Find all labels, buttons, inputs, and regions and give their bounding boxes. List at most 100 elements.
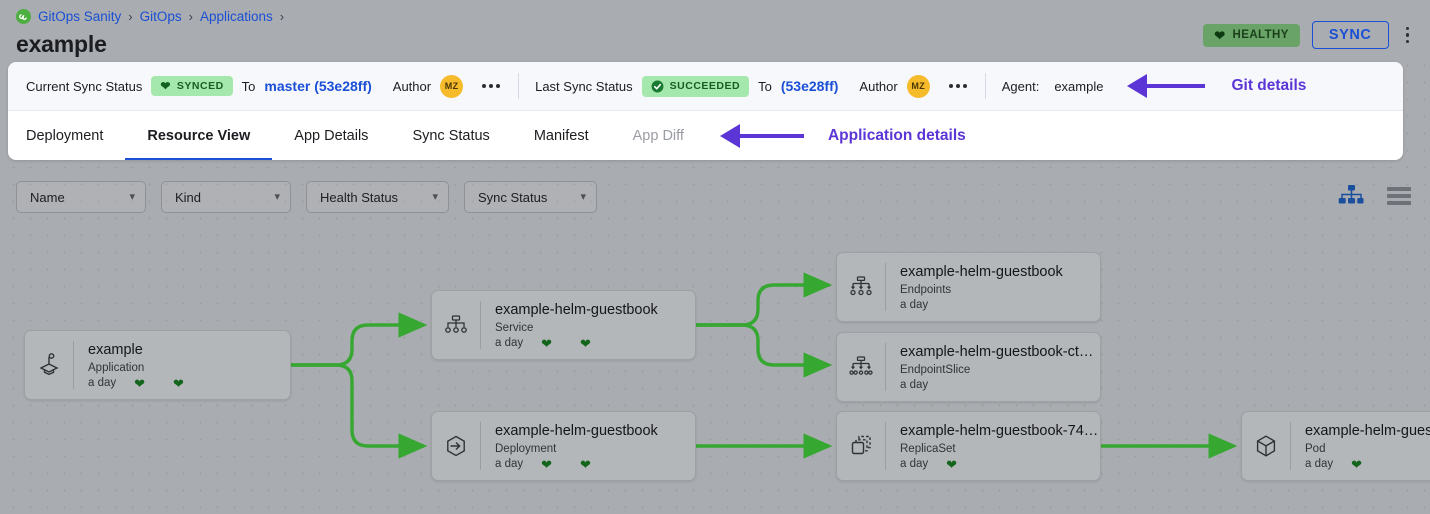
breadcrumb-item-1[interactable]: GitOps bbox=[139, 9, 182, 24]
graph-node-kind: EndpointSlice bbox=[900, 364, 971, 376]
last-sync-revision[interactable]: (53e28ff) bbox=[780, 78, 839, 94]
divider bbox=[885, 343, 886, 391]
application-details-annotation-arrow bbox=[719, 123, 804, 148]
heart-icon: ❤ bbox=[946, 456, 958, 472]
graph-node-replicaset[interactable]: example-helm-guestbook-74… ReplicaSet a da… bbox=[836, 411, 1101, 481]
graph-node-title: example-helm-guestbook bbox=[900, 264, 1063, 280]
current-sync-ellipsis-icon[interactable] bbox=[480, 80, 502, 92]
edge-service-endpoints bbox=[696, 272, 833, 327]
heart-icon: ❤ bbox=[1351, 456, 1363, 472]
graph-node-meta: a day bbox=[900, 299, 1063, 311]
graph-node-body: example-helm-guestbook-74… ReplicaSet a da… bbox=[886, 413, 1098, 480]
last-sync-status-label: Last Sync Status bbox=[535, 78, 633, 94]
tab-deployment-label: Deployment bbox=[26, 127, 104, 144]
last-sync-status-badge: SUCCEEDED bbox=[641, 75, 750, 97]
tab-app-details[interactable]: App Details bbox=[272, 111, 390, 160]
filter-bar: Name ▾ Kind ▾ Health Status ▾ Sync Statu… bbox=[0, 176, 1430, 218]
tab-app-diff-label: App Diff bbox=[632, 127, 684, 144]
service-icon bbox=[432, 311, 480, 339]
tab-resource-view[interactable]: Resource View bbox=[125, 111, 273, 160]
tab-resource-view-label: Resource View bbox=[147, 127, 251, 144]
graph-node-age: a day bbox=[900, 379, 929, 391]
agent-label: Agent: bbox=[1001, 78, 1040, 94]
graph-node-age: a day bbox=[900, 458, 929, 470]
argo-application-icon bbox=[25, 351, 73, 379]
pod-icon bbox=[1242, 432, 1290, 460]
graph-node-meta: a day bbox=[900, 379, 1093, 391]
divider bbox=[1290, 422, 1291, 470]
tree-view-icon[interactable] bbox=[1338, 184, 1364, 208]
filter-sync-status[interactable]: Sync Status ▾ bbox=[464, 181, 597, 213]
graph-node-meta: a day ❤ bbox=[900, 458, 1098, 471]
edge-service-endpointslice bbox=[696, 323, 833, 378]
kebab-menu-icon[interactable] bbox=[1401, 23, 1415, 48]
breadcrumb-item-0[interactable]: GitOps Sanity bbox=[38, 9, 122, 24]
tab-app-diff: App Diff bbox=[611, 111, 706, 160]
current-sync-status-badge: ❤ SYNCED bbox=[151, 76, 233, 96]
graph-node-age: a day bbox=[900, 299, 929, 311]
filter-name[interactable]: Name ▾ bbox=[16, 181, 146, 213]
tab-manifest-label: Manifest bbox=[533, 127, 589, 144]
chevron-down-icon: ▾ bbox=[274, 190, 280, 203]
check-circle-icon bbox=[651, 80, 664, 93]
divider bbox=[984, 73, 986, 99]
page-title: example bbox=[16, 31, 107, 57]
heart-icon: ❤ bbox=[134, 375, 146, 391]
heart-icon: ❤ bbox=[541, 335, 553, 351]
view-toggle-group bbox=[1338, 184, 1412, 208]
graph-node-age: a day bbox=[495, 458, 524, 470]
edge-app-deployment bbox=[291, 363, 428, 459]
graph-node-kind: Application bbox=[88, 361, 145, 374]
tab-sync-status-label: Sync Status bbox=[412, 127, 490, 144]
current-sync-revision[interactable]: master (53e28ff) bbox=[264, 78, 372, 94]
avatar: MZ bbox=[440, 74, 464, 98]
graph-node-kind: Endpoints bbox=[900, 284, 952, 296]
tab-manifest[interactable]: Manifest bbox=[512, 111, 611, 160]
divider bbox=[480, 301, 481, 349]
chevron-down-icon: ▾ bbox=[432, 190, 438, 203]
chevron-down-icon: ▾ bbox=[580, 190, 586, 203]
filter-name-label: Name bbox=[30, 189, 65, 205]
sync-button[interactable]: SYNC bbox=[1311, 21, 1389, 49]
breadcrumb-separator: › bbox=[188, 9, 193, 24]
graph-node-meta: a day❤❤ bbox=[88, 377, 184, 390]
list-view-icon[interactable] bbox=[1386, 184, 1412, 208]
graph-node-title: example-helm-guestbook-74… bbox=[900, 422, 1099, 439]
application-details-annotation: Application details bbox=[719, 111, 966, 160]
last-sync-status-group: Last Sync Status SUCCEEDED To (53e28ff) … bbox=[535, 74, 969, 98]
breadcrumb-separator: › bbox=[128, 9, 133, 24]
last-sync-ellipsis-icon[interactable] bbox=[947, 80, 969, 92]
graph-node-age: a day bbox=[1305, 458, 1334, 470]
tab-sync-status[interactable]: Sync Status bbox=[390, 111, 511, 160]
health-badge-label: HEALTHY bbox=[1232, 29, 1289, 41]
breadcrumb-item-2[interactable]: Applications bbox=[199, 9, 273, 24]
heart-icon: ❤ bbox=[173, 375, 184, 391]
graph-node-kind: Pod bbox=[1305, 442, 1326, 455]
filter-kind[interactable]: Kind ▾ bbox=[161, 181, 291, 213]
filter-health-status[interactable]: Health Status ▾ bbox=[306, 181, 449, 213]
tab-deployment[interactable]: Deployment bbox=[26, 111, 125, 160]
divider bbox=[885, 263, 886, 311]
current-sync-status-label: Current Sync Status bbox=[26, 78, 143, 94]
graph-node-title: example-helm-guest bbox=[1305, 422, 1430, 439]
current-sync-status-badge-label: SYNCED bbox=[176, 80, 224, 92]
graph-node-kind: ReplicaSet bbox=[900, 442, 956, 455]
current-author-label: Author bbox=[392, 78, 432, 94]
divider bbox=[885, 422, 886, 470]
edge-app-service bbox=[291, 312, 428, 367]
application-detail-panel: Current Sync Status ❤ SYNCED To master (… bbox=[8, 62, 1403, 160]
breadcrumb: GitOps Sanity › GitOps › Applications › bbox=[16, 9, 284, 24]
sync-status-strip: Current Sync Status ❤ SYNCED To master (… bbox=[8, 62, 1403, 111]
avatar: MZ bbox=[906, 74, 930, 98]
